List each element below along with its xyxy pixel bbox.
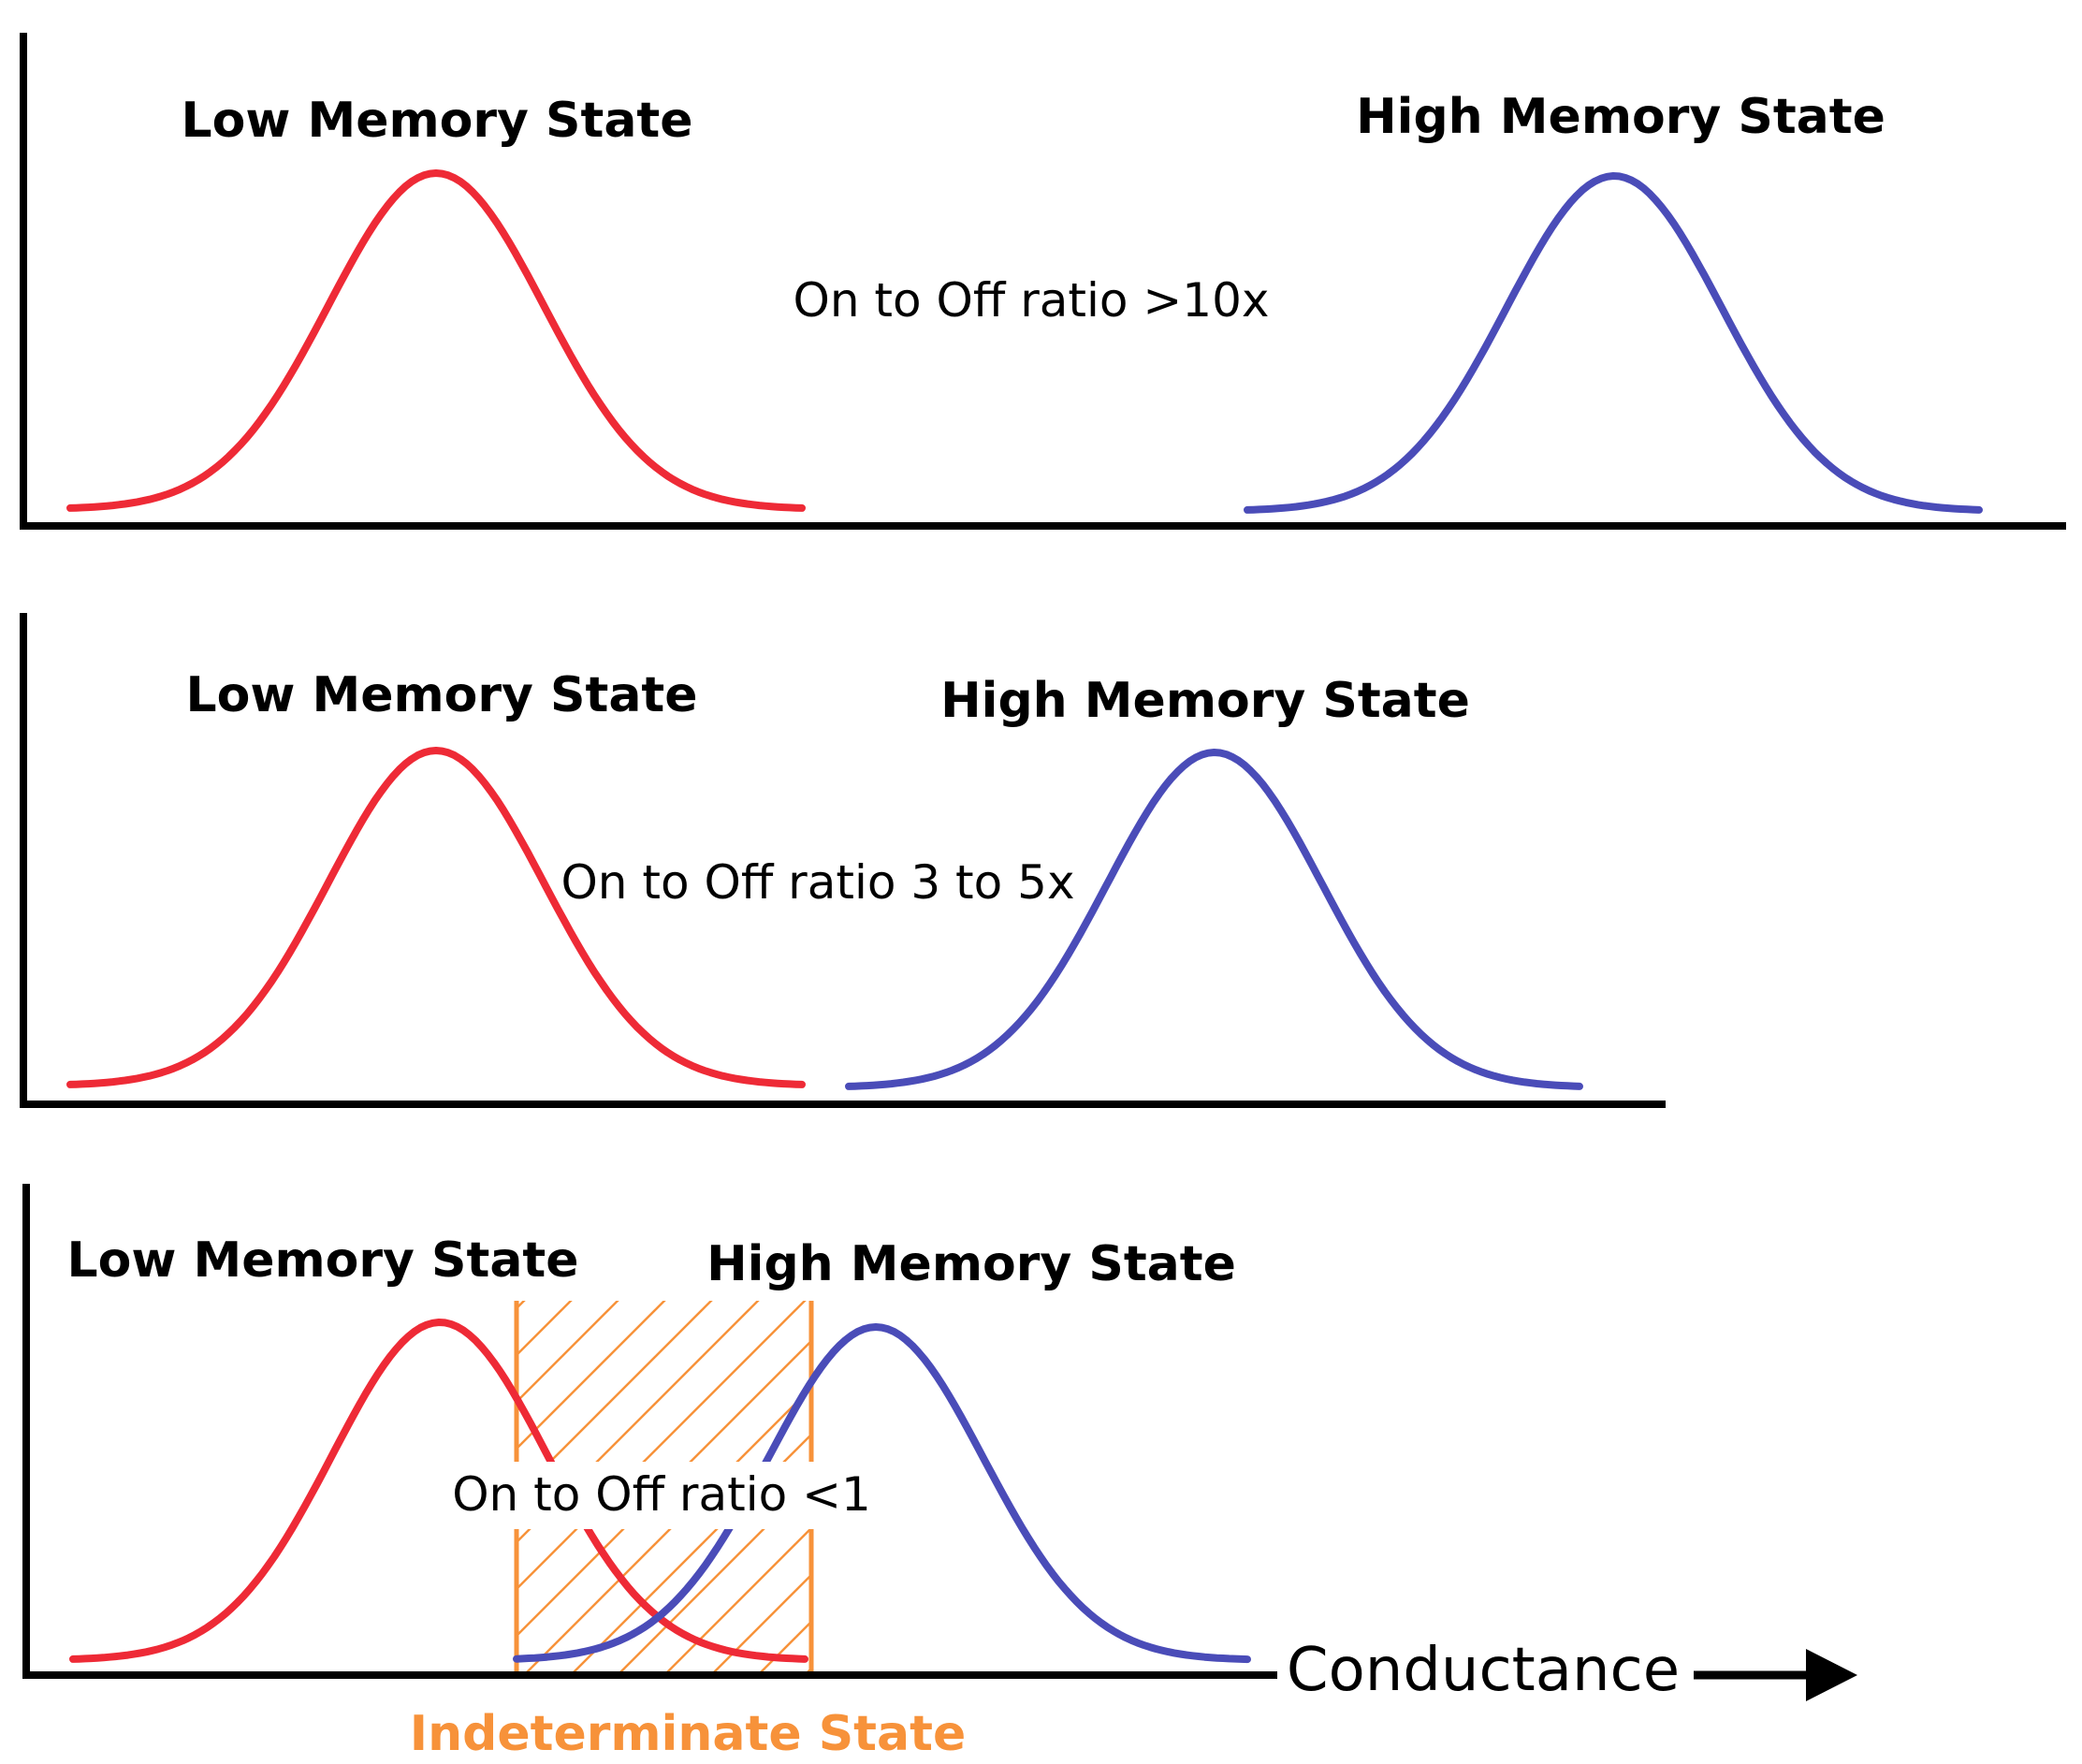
- panel-3-axes: [22, 1184, 1277, 1679]
- conductance-axis-label: Conductance: [1287, 1636, 1680, 1705]
- panel-2-high-state-curve: [845, 749, 1583, 1090]
- panel-3-ratio-label: On to Off ratio <1: [452, 1467, 871, 1522]
- panel-2-low-state-label: Low Memory State: [185, 667, 697, 723]
- panel-3-low-state-curve: [69, 1319, 808, 1663]
- panel-2-high-state-label: High Memory State: [940, 673, 1470, 729]
- panel-3-high-state-curve: [513, 1323, 1251, 1664]
- panel-1-low-state-curve: [66, 169, 806, 512]
- panel-3-high-state-label: High Memory State: [706, 1236, 1236, 1292]
- panel-3-low-state-label: Low Memory State: [66, 1232, 578, 1289]
- panel-1-ratio-label: On to Off ratio >10x: [793, 273, 1269, 328]
- panel-1-axes: [20, 33, 2066, 530]
- panel-1-high-state-curve: [1244, 172, 1983, 514]
- panel-3: Low Memory State High Memory State On to…: [22, 1184, 1857, 1762]
- panel-1-high-state-label: High Memory State: [1356, 89, 1885, 145]
- indeterminate-state-label: Indeterminate State: [410, 1706, 967, 1762]
- panel-3-ratio-label-backing: [447, 1462, 876, 1529]
- panel-2-low-state-curve: [66, 747, 806, 1088]
- panel-1-low-state-label: Low Memory State: [181, 93, 692, 149]
- panel-2-ratio-label: On to Off ratio 3 to 5x: [561, 855, 1074, 910]
- panel-2: Low Memory State High Memory State On to…: [20, 613, 1666, 1108]
- panel-2-axes: [20, 613, 1666, 1108]
- panel-1: Low Memory State High Memory State On to…: [20, 33, 2066, 530]
- arrow-right-icon: [1806, 1649, 1857, 1701]
